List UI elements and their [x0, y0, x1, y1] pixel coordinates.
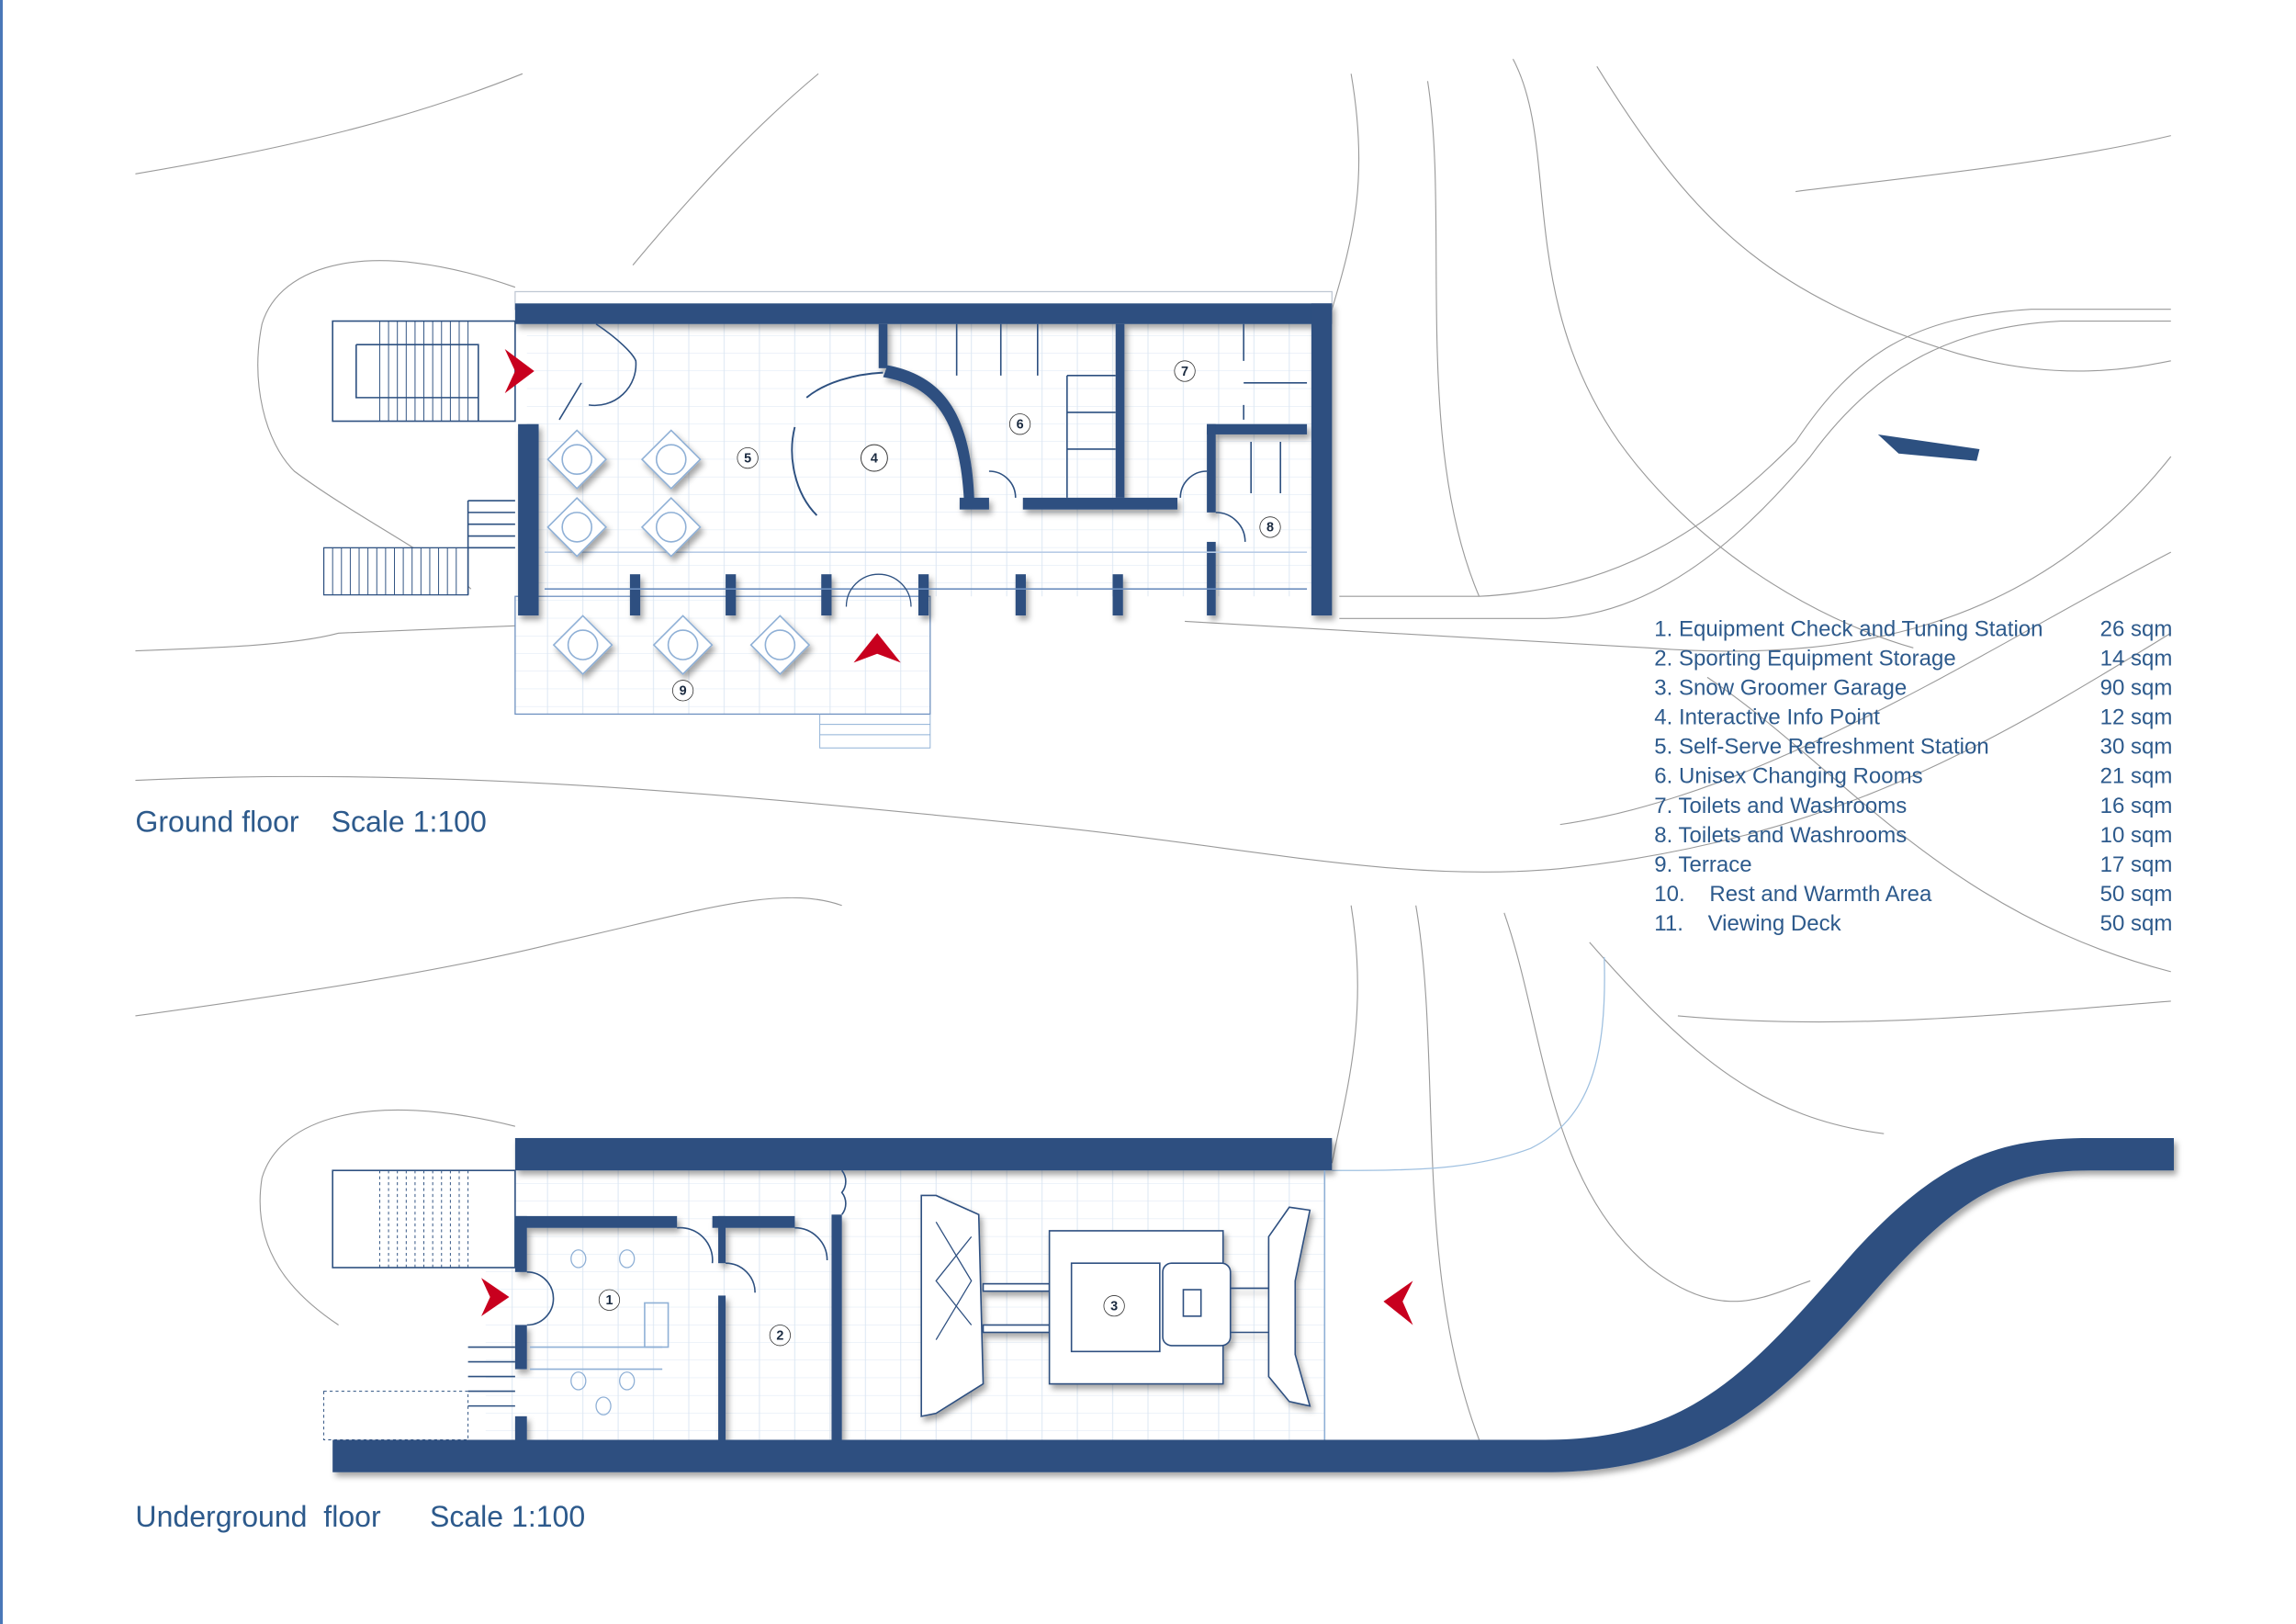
underground-walls — [332, 1137, 2174, 1472]
room-number-label: 4 — [871, 451, 878, 466]
ground-floor-scale: Scale 1:100 — [332, 806, 487, 839]
legend-row: 8. Toilets and Washrooms 10 sqm — [1654, 823, 2172, 848]
room-legend: 1. Equipment Check and Tuning Station 26 … — [1654, 616, 2172, 936]
room-number-7: 7 — [1174, 360, 1196, 382]
legend-row: 5. Self-Serve Refreshment Station 30 sqm — [1654, 735, 2172, 760]
underground-floor-title: Underground floor — [135, 1500, 381, 1533]
legend-row: 7. Toilets and Washrooms 16 sqm — [1654, 794, 2172, 818]
table-with-chairs — [652, 615, 714, 675]
legend-row: 9. Terrace 17 sqm — [1654, 852, 2172, 877]
legend-label: 8. Toilets and Washrooms — [1654, 823, 1907, 848]
terrace-steps — [819, 714, 931, 749]
legend-label: 3. Snow Groomer Garage — [1654, 676, 1907, 701]
room-number-label: 6 — [1017, 418, 1024, 433]
legend-label: 10. Rest and Warmth Area — [1654, 882, 1932, 907]
table-with-chairs — [546, 429, 608, 491]
legend-label: 1. Equipment Check and Tuning Station — [1654, 616, 2043, 641]
ground-floor-plan: 4 5 6 7 8 9 — [322, 290, 1333, 749]
legend-label: 2. Sporting Equipment Storage — [1654, 647, 1955, 671]
legend-label: 11. Viewing Deck — [1654, 911, 1841, 936]
entrance-arrow-icon — [481, 1278, 510, 1316]
ground-stairs — [322, 320, 516, 596]
entrance-arrow-icon — [1383, 1280, 1413, 1325]
legend-label: 7. Toilets and Washrooms — [1654, 794, 1907, 818]
legend-area: 26 sqm — [2100, 616, 2173, 641]
room-number-label: 1 — [605, 1293, 613, 1308]
ground-walls — [514, 303, 1333, 616]
room-number-4: 4 — [861, 444, 888, 472]
legend-area: 14 sqm — [2100, 647, 2173, 671]
equipment-tables — [570, 1249, 636, 1415]
room-number-6: 6 — [1008, 413, 1031, 435]
legend-area: 90 sqm — [2100, 676, 2173, 701]
room-number-label: 9 — [680, 684, 687, 699]
snow-groomer-marker — [1877, 434, 1980, 461]
legend-area: 17 sqm — [2100, 852, 2173, 877]
legend-row: 6. Unisex Changing Rooms 21 sqm — [1654, 764, 2172, 789]
legend-area: 30 sqm — [2100, 735, 2173, 760]
room-number-label: 5 — [744, 451, 751, 466]
table-with-chairs — [640, 497, 702, 558]
underground-floor-plan: 1 2 3 — [323, 1137, 2174, 1472]
legend-row: 1. Equipment Check and Tuning Station 26 … — [1654, 616, 2172, 641]
legend-area: 16 sqm — [2100, 794, 2173, 818]
legend-label: 6. Unisex Changing Rooms — [1654, 764, 1922, 789]
legend-area: 50 sqm — [2100, 911, 2173, 936]
room-number-label: 8 — [1266, 521, 1274, 536]
room-number-8: 8 — [1259, 516, 1281, 538]
room-number-5: 5 — [737, 446, 759, 469]
room-number-label: 3 — [1110, 1299, 1118, 1314]
page-edge-line — [0, 0, 3, 1624]
legend-label: 9. Terrace — [1654, 852, 1751, 877]
room-number-label: 7 — [1181, 365, 1188, 379]
legend-row: 3. Snow Groomer Garage 90 sqm — [1654, 676, 2172, 701]
legend-row: 11. Viewing Deck 50 sqm — [1654, 911, 2172, 936]
room-number-9: 9 — [671, 680, 694, 702]
snow-groomer — [920, 1194, 1311, 1417]
table-with-chairs — [749, 615, 811, 675]
table-with-chairs — [546, 497, 608, 558]
legend-area: 10 sqm — [2100, 823, 2173, 848]
underground-partitions — [526, 1169, 1326, 1440]
entrance-arrow-icon — [853, 633, 901, 663]
underground-stairs — [323, 1169, 516, 1440]
cafe-tables — [546, 429, 811, 675]
legend-area: 12 sqm — [2100, 705, 2173, 730]
legend-row: 4. Interactive Info Point 12 sqm — [1654, 705, 2172, 730]
room-number-2: 2 — [769, 1325, 791, 1347]
table-with-chairs — [640, 429, 702, 491]
table-with-chairs — [552, 615, 613, 675]
terrain-contours — [135, 59, 2172, 1440]
ground-floor-title: Ground floor — [135, 806, 298, 839]
legend-label: 5. Self-Serve Refreshment Station — [1654, 735, 1988, 760]
entrance-arrow-icon — [504, 348, 535, 394]
room-number-label: 2 — [776, 1329, 783, 1344]
legend-area: 21 sqm — [2100, 764, 2173, 789]
room-number-1: 1 — [598, 1289, 621, 1311]
room-number-3: 3 — [1103, 1295, 1125, 1317]
legend-area: 50 sqm — [2100, 882, 2173, 907]
legend-label: 4. Interactive Info Point — [1654, 705, 1880, 730]
legend-row: 10. Rest and Warmth Area 50 sqm — [1654, 882, 2172, 907]
legend-row: 2. Sporting Equipment Storage 14 sqm — [1654, 647, 2172, 671]
underground-floor-scale: Scale 1:100 — [430, 1500, 585, 1533]
